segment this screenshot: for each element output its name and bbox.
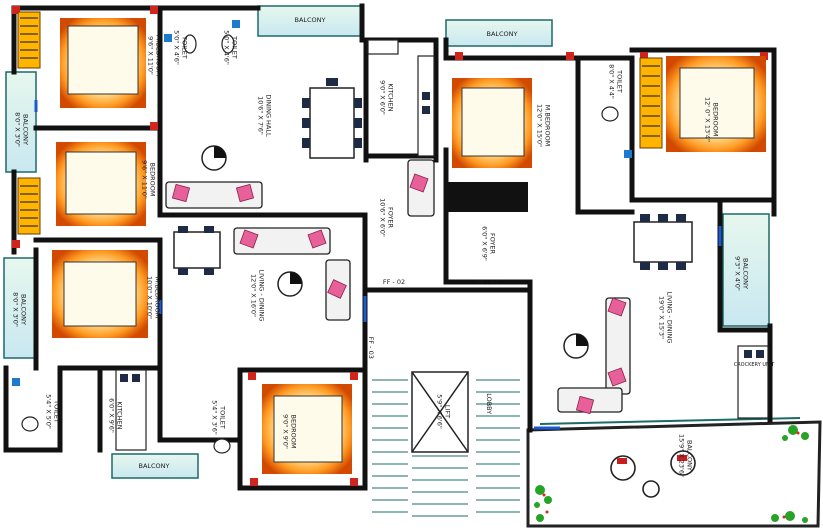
dining-table-icon: [173, 226, 221, 275]
lift-icon: [411, 371, 469, 453]
room-label-toilet-a: TOILET 5'0" X 4'6": [173, 30, 189, 65]
room-label-balcony-right: BALCONY 9'3" X 4'0": [734, 256, 750, 291]
room-label-bedroom-b: BEDROOM 9'6" X 11'0": [141, 160, 157, 199]
room-label-m-bedroom-a: M.BEDROOM 9'6" X 11'0": [147, 34, 163, 77]
room-label-balcony-left: BALCONY 8'0" X 3'0": [14, 112, 30, 147]
crockery-unit-label: CROCKERY UNIT: [733, 362, 775, 368]
big-balcony: [526, 417, 822, 528]
room-label-lift: LIFT 5'9" X 6'6": [436, 394, 452, 429]
room-label-balcony-bottom: BALCONY: [138, 462, 170, 470]
bed-icon: [60, 18, 146, 108]
dining-table-icon: [302, 78, 362, 159]
flat-marker-ff-03: FF - 03: [366, 336, 375, 359]
bed-icon: [452, 78, 532, 168]
room-label-m-bedroom-b: M.BEDROOM 10'0" X 10'0": [146, 276, 162, 319]
bed-icon: [666, 56, 766, 152]
room-label-living-dining-b: LIVING - DINING 19'0" X 15'3": [658, 291, 674, 344]
bed-icon: [52, 250, 148, 338]
room-label-bedroom-d: BEDROOM 9'0" X 9'0": [282, 414, 298, 449]
toilet-icon: [21, 34, 619, 454]
room-label-toilet-d: TOILET 5'4" X 5'0": [45, 394, 61, 429]
dining-table-icon: [633, 214, 693, 270]
flat-marker-ff-01: FF - 01: [476, 278, 500, 286]
balcony-glazing: [3, 5, 770, 479]
room-label-balcony-top: BALCONY: [294, 16, 326, 24]
shaft: [448, 182, 528, 212]
room-label-foyer-a: FOYER 10'6" X 6'0": [379, 198, 395, 237]
room-label-balcony-left2: BALCONY 8'0" X 3'0": [12, 292, 28, 327]
bed-icon: [262, 384, 352, 474]
room-label-balcony-big: BALCONY 15'9" X 23'6": [678, 434, 694, 477]
room-label-dining-hall: DINING HALL 10'6" X 7'6": [257, 94, 273, 137]
room-label-kitchen-b: KITCHEN 6'0" X 9'6": [108, 398, 124, 433]
staircase: [372, 379, 520, 517]
room-label-toilet-b: TOILET 5'0" X 4'6": [223, 30, 239, 65]
room-label-m-bedroom-c: M.BEDROOM 12'0" X 15'0": [536, 104, 552, 147]
cushion-icon: [171, 173, 627, 415]
bed-icon: [56, 142, 146, 226]
room-label-balcony-top2: BALCONY: [486, 30, 518, 38]
room-label-toilet-e: TOILET 5'4" X 3'6": [211, 400, 227, 435]
flat-marker-ff-02: FF - 02: [382, 278, 406, 286]
room-label-lobby: LOBBY: [484, 393, 493, 415]
room-label-bedroom-c: BEDROOM 12' 0" X 13'4": [704, 96, 720, 143]
room-label-kitchen-a: KITCHEN 9'0" X 6'0": [379, 80, 395, 115]
room-label-living-dining-a: LIVING - DINING 12'0" X 16'0": [250, 269, 266, 322]
room-label-toilet-c: TOILET 8'0" X 4'4": [608, 64, 624, 99]
room-label-foyer-b: FOYER 6'0" X 6'9": [481, 226, 497, 261]
